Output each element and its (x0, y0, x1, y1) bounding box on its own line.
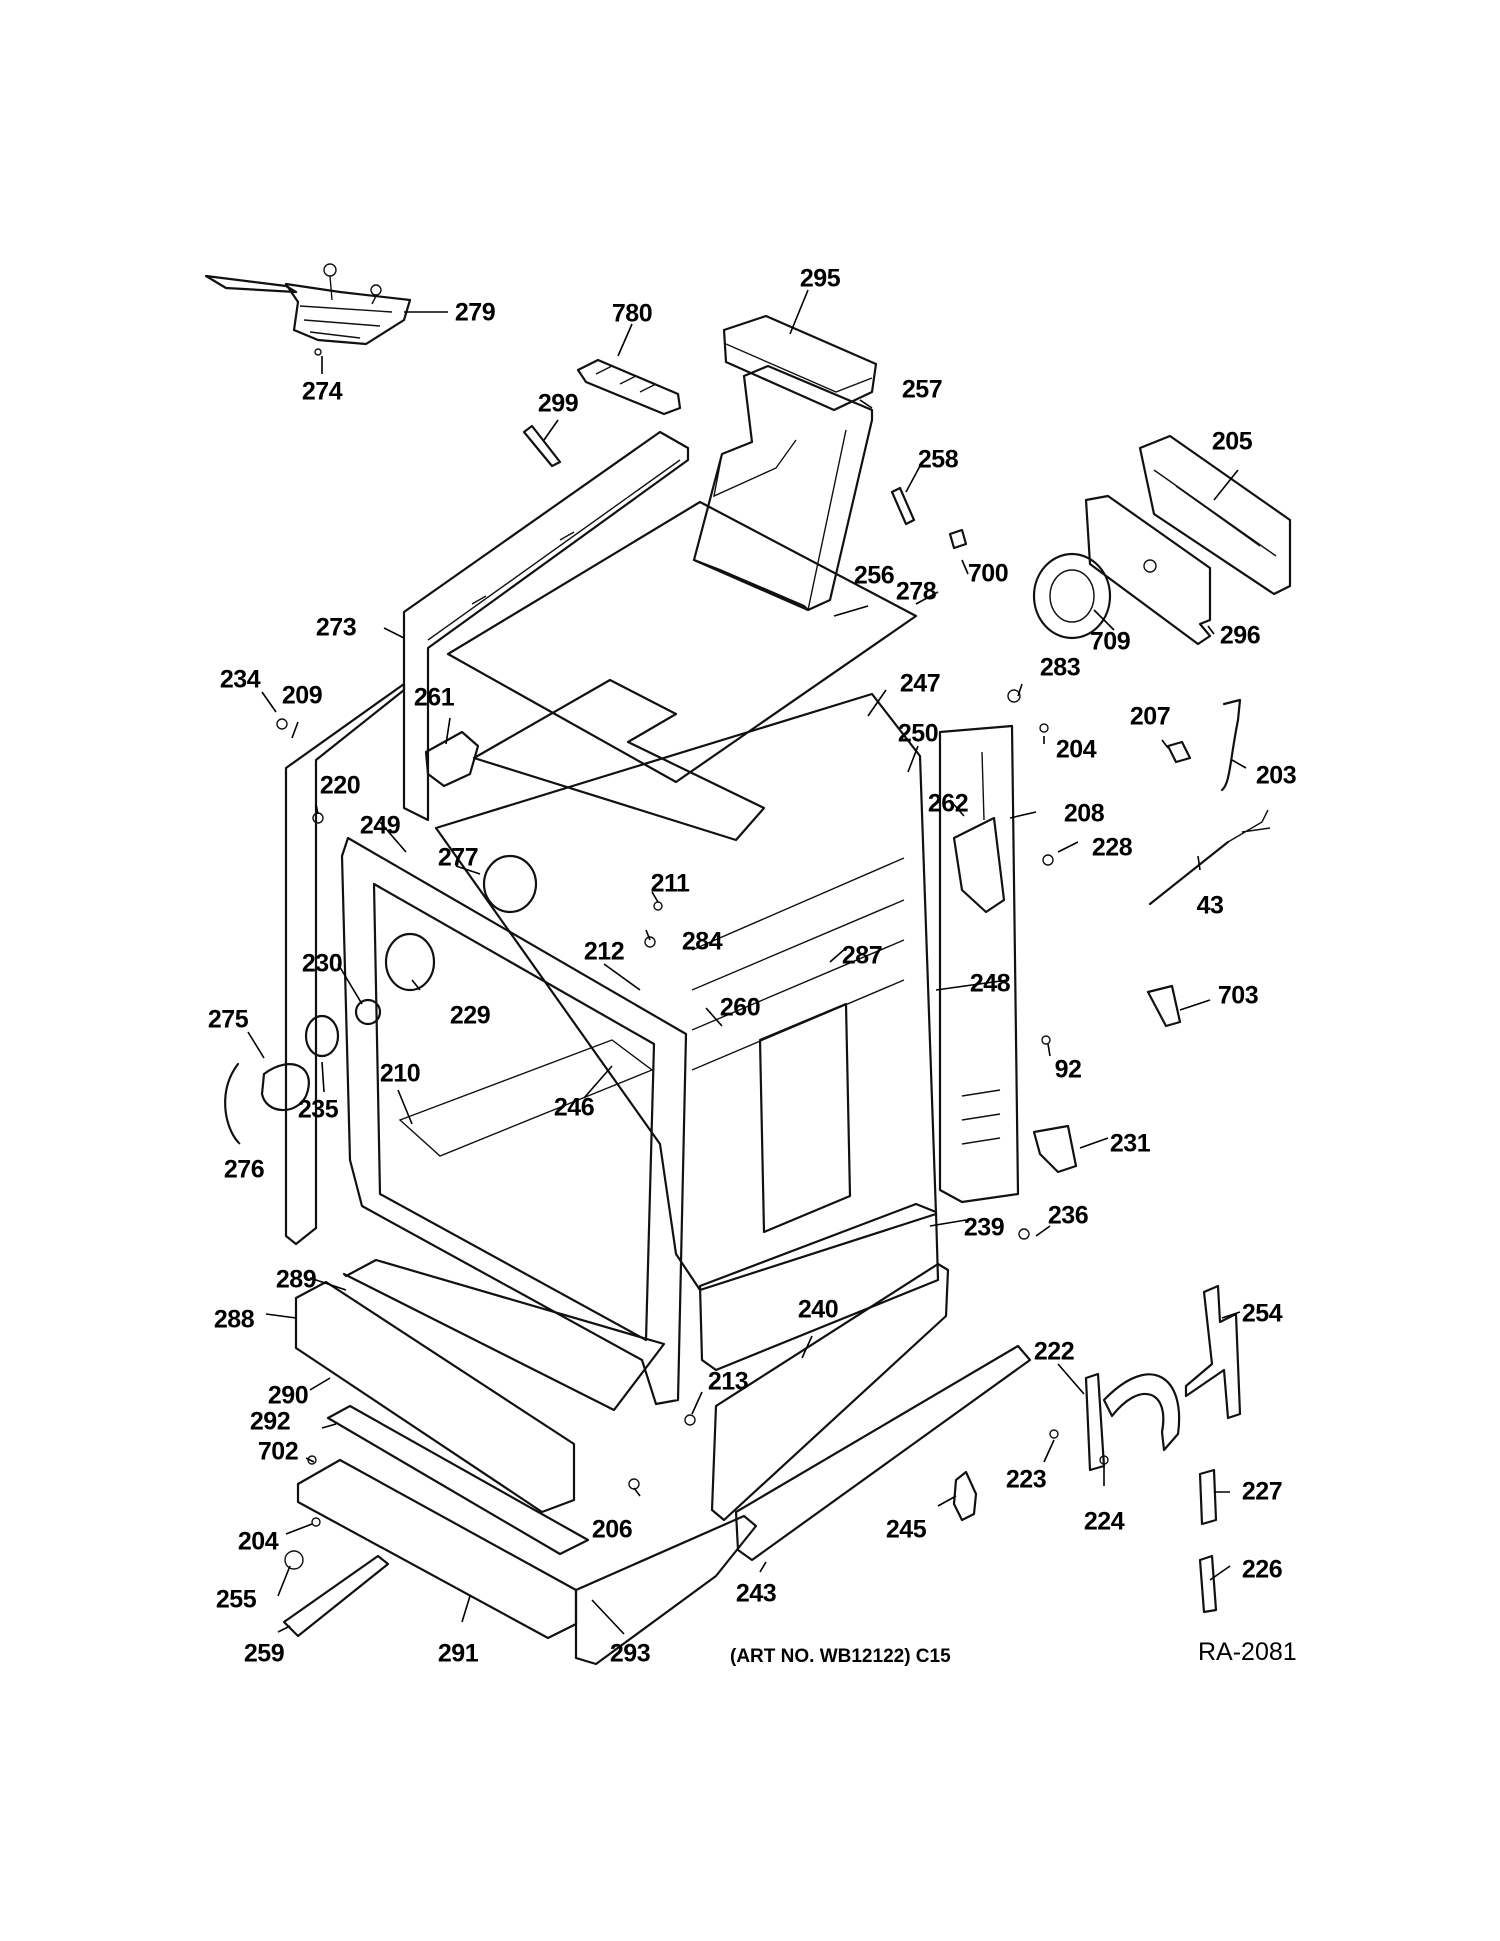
part-273-side-trim (402, 430, 690, 822)
part-259-glide (282, 1554, 390, 1638)
part-226-link (1198, 1554, 1218, 1614)
part-283-screw (1007, 689, 1021, 703)
part-276-wire (224, 1062, 240, 1144)
part-245-igniter (952, 1470, 978, 1522)
part-296-bracket (1084, 494, 1212, 646)
part-255-foot (284, 1550, 304, 1570)
part-222-hinge-arm (1102, 1373, 1181, 1452)
reference-code: RA-2081 (1198, 1638, 1297, 1666)
part-700-clip (948, 528, 968, 550)
part-92-screw (1041, 1035, 1051, 1045)
part-205-bracket (1138, 434, 1292, 596)
part-206-screw (628, 1478, 640, 1490)
part-254-hinge (1184, 1284, 1242, 1420)
part-278-top-panel (446, 500, 918, 784)
part-227-spring (1198, 1468, 1218, 1526)
part-287-panel (758, 1002, 852, 1234)
part-204-screw (1039, 723, 1049, 733)
part-213-screw (684, 1414, 696, 1426)
part-295-vent-cap (722, 314, 878, 412)
part-235-bulb (304, 1014, 340, 1058)
part-246-frame (340, 836, 688, 1406)
part-204b-screw (311, 1517, 321, 1527)
part-275-lamp-cover (260, 1063, 310, 1112)
part-234-screw (276, 718, 288, 730)
part-780-insert (576, 358, 682, 416)
part-257-vent-duct (692, 364, 874, 612)
part-43-sensor-probe (1148, 840, 1230, 906)
part-231-bracket (1032, 1124, 1078, 1174)
part-299-clip (522, 424, 562, 468)
part-702-screw (307, 1455, 317, 1465)
part-239-rear-base (698, 1202, 940, 1372)
part-258-clip (890, 486, 916, 526)
part-208-right-frame (938, 724, 1020, 1204)
part-209-left-side (284, 682, 406, 1246)
part-203-cord (1220, 698, 1242, 792)
part-207-clip (1166, 740, 1192, 764)
part-279-igniter-assembly (204, 263, 412, 356)
part-291-drawer (296, 1458, 578, 1640)
part-240-kick-plate (710, 1262, 950, 1522)
part-293-drawer-front (574, 1514, 758, 1666)
part-228-screw (1042, 854, 1054, 866)
part-284-clip (644, 936, 656, 948)
part-229-lens (384, 932, 436, 992)
part-277-lamp-opening (482, 854, 538, 914)
part-243-burner (734, 1344, 1032, 1562)
part-261-bracket (424, 730, 480, 788)
part-292-plate (326, 1404, 590, 1556)
part-224-screw (1099, 1455, 1109, 1465)
part-220-screw (312, 812, 324, 824)
part-230-socket (354, 998, 382, 1026)
part-248-body (434, 692, 938, 1292)
part-222-hinge (1084, 1372, 1106, 1472)
part-223-screw (1049, 1429, 1059, 1439)
part-288-rail (294, 1280, 576, 1514)
leader-lines (237, 289, 1247, 1635)
part-262-bracket (952, 816, 1006, 914)
part-709-guard (1032, 552, 1112, 640)
part-211-screw (653, 901, 663, 911)
part-236-screw (1018, 1228, 1030, 1240)
part-703-clip (1146, 984, 1182, 1028)
part-289-floor (342, 1258, 666, 1412)
art-number-caption: (ART NO. WB12122) C15 (730, 1646, 951, 1667)
